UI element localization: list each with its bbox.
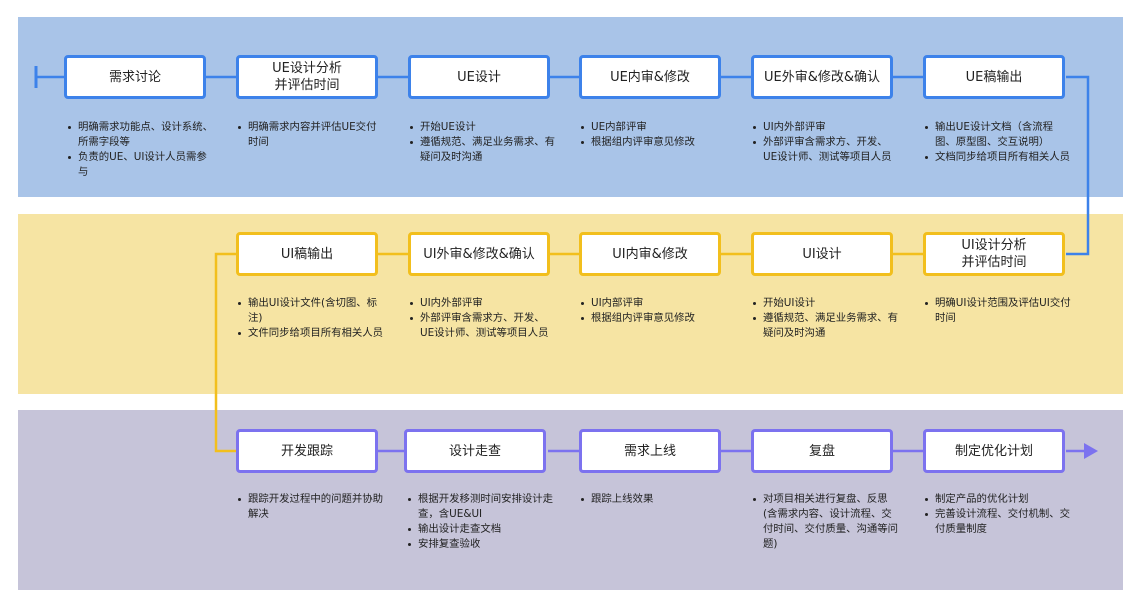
notes-ue-external-review: UI内外部评审 外部评审含需求方、开发、UE设计师、测试等项目人员 [751, 120, 901, 165]
ue-phase-band [18, 17, 1123, 197]
note-item: 根据组内评审意见修改 [579, 311, 729, 326]
stage-design-walkthrough: 设计走查 [404, 429, 546, 473]
note-item: 输出UI设计文件(含切图、标注) [236, 296, 386, 326]
row1-to-row2-connector [1066, 75, 1090, 256]
notes-optimization-plan: 制定产品的优化计划 完善设计流程、交付机制、交付质量制度 [923, 492, 1073, 537]
notes-ui-output: 输出UI设计文件(含切图、标注) 文件同步给项目所有相关人员 [236, 296, 386, 341]
note-item: 制定产品的优化计划 [923, 492, 1073, 507]
notes-dev-tracking: 跟踪开发过程中的问题并协助解决 [236, 492, 386, 522]
stage-launch: 需求上线 [579, 429, 721, 473]
note-item: UI内外部评审 [751, 120, 901, 135]
note-item: 遵循规范、满足业务需求、有疑问及时沟通 [751, 311, 901, 341]
note-item: 文件同步给项目所有相关人员 [236, 326, 386, 341]
stage-ui-internal-review: UI内审&修改 [579, 232, 721, 276]
notes-ui-design: 开始UI设计 遵循规范、满足业务需求、有疑问及时沟通 [751, 296, 901, 341]
notes-requirement-discussion: 明确需求功能点、设计系统、所需字段等 负责的UE、UI设计人员需参与 [66, 120, 216, 180]
note-item: 输出设计走查文档 [406, 522, 556, 537]
note-item: 文档同步给项目所有相关人员 [923, 150, 1073, 165]
notes-ue-output: 输出UE设计文档（含流程图、原型图、交互说明） 文档同步给项目所有相关人员 [923, 120, 1073, 165]
notes-launch: 跟踪上线效果 [579, 492, 729, 507]
note-item: UI内外部评审 [408, 296, 558, 311]
note-item: 根据组内评审意见修改 [579, 135, 729, 150]
note-item: UE内部评审 [579, 120, 729, 135]
stage-requirement-discussion: 需求讨论 [64, 55, 206, 99]
stage-ue-output: UE稿输出 [923, 55, 1065, 99]
stage-ue-internal-review: UE内审&修改 [579, 55, 721, 99]
notes-ui-external-review: UI内外部评审 外部评审含需求方、开发、UE设计师、测试等项目人员 [408, 296, 558, 341]
note-item: 完善设计流程、交付机制、交付质量制度 [923, 507, 1073, 537]
stage-retrospective: 复盘 [751, 429, 893, 473]
stage-ui-output: UI稿输出 [236, 232, 378, 276]
note-item: 明确UI设计范围及评估UI交付时间 [923, 296, 1073, 326]
note-item: 跟踪上线效果 [579, 492, 729, 507]
note-item: 明确需求内容并评估UE交付时间 [236, 120, 386, 150]
stage-ui-external-review: UI外审&修改&确认 [408, 232, 550, 276]
notes-ue-design: 开始UE设计 遵循规范、满足业务需求、有疑问及时沟通 [408, 120, 558, 165]
note-item: 明确需求功能点、设计系统、所需字段等 [66, 120, 216, 150]
flow-end-arrow-icon [1084, 443, 1098, 459]
note-item: 根据开发移测时间安排设计走查，含UE&UI [406, 492, 556, 522]
note-item: 输出UE设计文档（含流程图、原型图、交互说明） [923, 120, 1073, 150]
note-item: 外部评审含需求方、开发、UE设计师、测试等项目人员 [408, 311, 558, 341]
note-item: 开始UI设计 [751, 296, 901, 311]
note-item: 跟踪开发过程中的问题并协助解决 [236, 492, 386, 522]
note-item: 对项目相关进行复盘、反思(含需求内容、设计流程、交付时间、交付质量、沟通等问题) [751, 492, 901, 552]
stage-ue-external-review: UE外审&修改&确认 [751, 55, 893, 99]
stage-ue-design: UE设计 [408, 55, 550, 99]
notes-ue-analysis: 明确需求内容并评估UE交付时间 [236, 120, 386, 150]
notes-retrospective: 对项目相关进行复盘、反思(含需求内容、设计流程、交付时间、交付质量、沟通等问题) [751, 492, 901, 552]
note-item: 外部评审含需求方、开发、UE设计师、测试等项目人员 [751, 135, 901, 165]
stage-ui-analysis: UI设计分析 并评估时间 [923, 232, 1065, 276]
stage-dev-tracking: 开发跟踪 [236, 429, 378, 473]
note-item: 开始UE设计 [408, 120, 558, 135]
notes-ue-internal-review: UE内部评审 根据组内评审意见修改 [579, 120, 729, 150]
note-item: UI内部评审 [579, 296, 729, 311]
notes-ui-analysis: 明确UI设计范围及评估UI交付时间 [923, 296, 1073, 326]
note-item: 安排复查验收 [406, 537, 556, 552]
notes-design-walkthrough: 根据开发移测时间安排设计走查，含UE&UI 输出设计走查文档 安排复查验收 [406, 492, 556, 552]
stage-ue-analysis: UE设计分析 并评估时间 [236, 55, 378, 99]
row2-to-row3-connector [214, 252, 237, 453]
stage-optimization-plan: 制定优化计划 [923, 429, 1065, 473]
note-item: 负责的UE、UI设计人员需参与 [66, 150, 216, 180]
stage-ui-design: UI设计 [751, 232, 893, 276]
notes-ui-internal-review: UI内部评审 根据组内评审意见修改 [579, 296, 729, 326]
note-item: 遵循规范、满足业务需求、有疑问及时沟通 [408, 135, 558, 165]
